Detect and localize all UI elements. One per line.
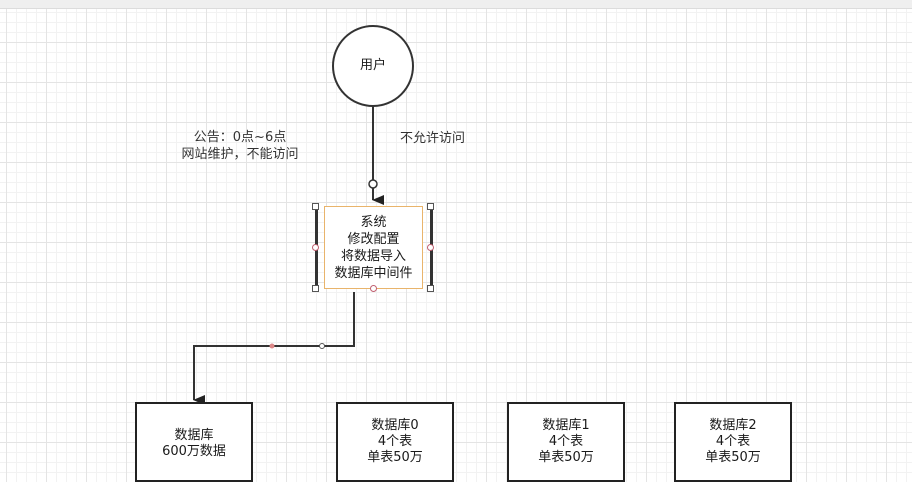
edge-waypoint[interactable] [269, 343, 275, 349]
connection-point-left[interactable] [312, 244, 319, 251]
edge-source-handle[interactable] [368, 179, 378, 189]
database-2-line-2: 4个表 [715, 434, 751, 449]
database-0-node[interactable]: 数据库0 4个表 单表50万 [336, 402, 454, 482]
user-node-label: 用户 [359, 58, 386, 73]
database-main-line-1: 数据库 [174, 428, 214, 443]
system-line-4: 数据库中间件 [334, 265, 413, 281]
deny-label: 不允许访问 [400, 131, 466, 146]
resize-handle-bottom-right[interactable] [427, 285, 434, 292]
database-2-line-3: 单表50万 [705, 450, 761, 465]
connection-point-right[interactable] [427, 244, 434, 251]
database-1-line-3: 单表50万 [538, 450, 594, 465]
resize-handle-top-right[interactable] [427, 203, 434, 210]
resize-handle-top-left[interactable] [312, 203, 319, 210]
database-1-line-2: 4个表 [548, 434, 584, 449]
database-2-node[interactable]: 数据库2 4个表 单表50万 [674, 402, 792, 482]
notice-line-1: 公告：0点~6点 [193, 130, 287, 145]
connection-point-bottom[interactable] [370, 285, 377, 292]
system-line-3: 将数据导入 [340, 248, 406, 264]
database-0-line-1: 数据库0 [371, 418, 419, 433]
database-2-line-1: 数据库2 [709, 418, 757, 433]
canvas-top-bar [0, 0, 912, 9]
database-1-line-1: 数据库1 [542, 418, 590, 433]
edges-layer [193, 106, 384, 405]
database-0-line-3: 单表50万 [367, 450, 423, 465]
system-line-1: 系统 [360, 214, 387, 230]
database-1-node[interactable]: 数据库1 4个表 单表50万 [507, 402, 625, 482]
database-main-node[interactable]: 数据库 600万数据 [135, 402, 253, 482]
resize-handle-bottom-left[interactable] [312, 285, 319, 292]
user-node[interactable]: 用户 [332, 25, 414, 107]
notice-label: 公告：0点~6点 网站维护，不能访问 [170, 129, 310, 163]
notice-line-2: 网站维护，不能访问 [181, 147, 299, 162]
database-main-line-2: 600万数据 [162, 444, 226, 459]
system-line-2: 修改配置 [347, 231, 400, 247]
edge-waypoint[interactable] [319, 343, 325, 349]
database-0-line-2: 4个表 [377, 434, 413, 449]
system-node[interactable]: 系统 修改配置 将数据导入 数据库中间件 [324, 206, 423, 289]
